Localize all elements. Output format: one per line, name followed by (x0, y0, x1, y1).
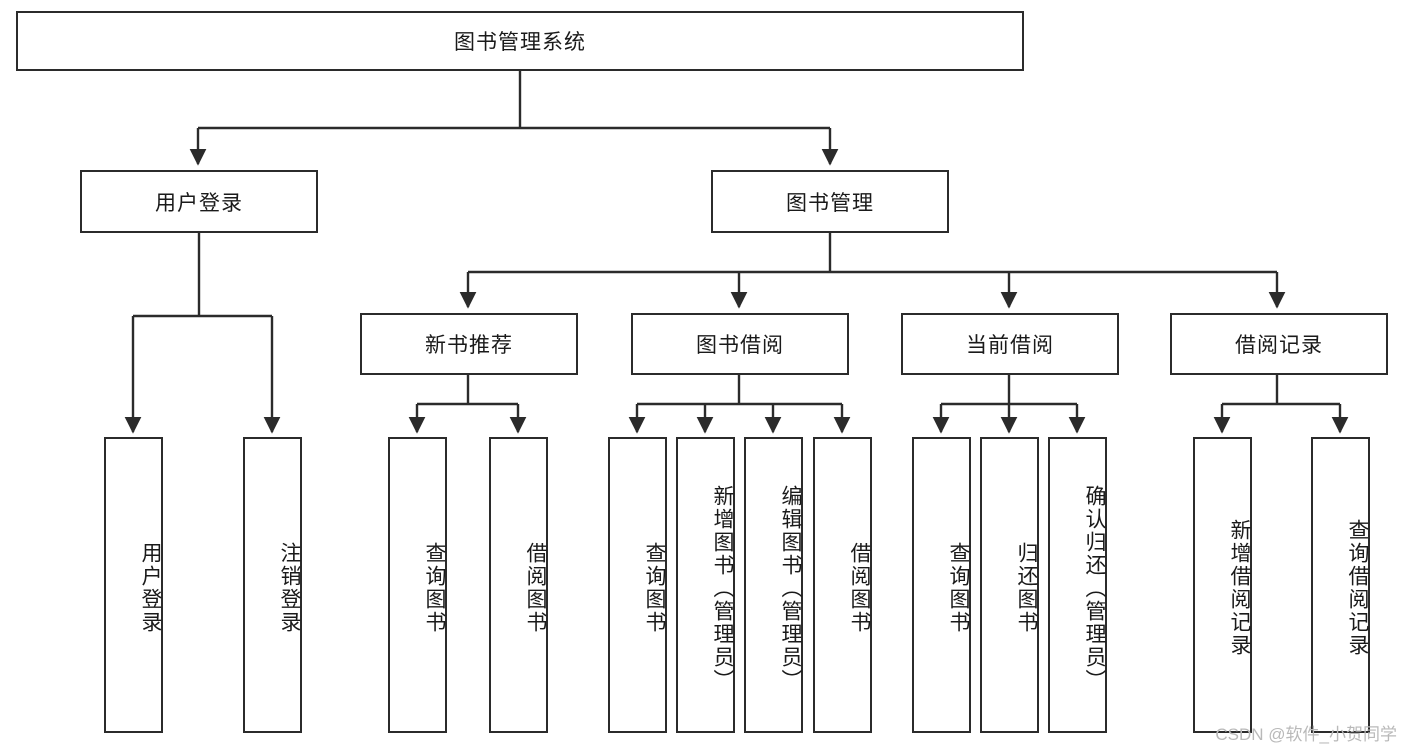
node-leaf-11-label: 确认归还（管理员） (1083, 484, 1106, 692)
node-leaf-5[interactable]: 查询图书 (608, 437, 667, 733)
node-leaf-13-label: 查询借阅记录 (1346, 519, 1369, 657)
node-leaf-4[interactable]: 借阅图书 (489, 437, 548, 733)
node-current-borrow-label: 当前借阅 (966, 334, 1054, 357)
node-leaf-12-label: 新增借阅记录 (1228, 519, 1251, 657)
watermark-text: CSDN @软件_小贺同学 (1215, 725, 1397, 744)
node-book-borrow[interactable]: 图书借阅 (631, 313, 849, 375)
node-leaf-3[interactable]: 查询图书 (388, 437, 447, 733)
node-user-login-label: 用户登录 (155, 191, 243, 215)
node-current-borrow[interactable]: 当前借阅 (901, 313, 1119, 375)
node-leaf-3-label: 查询图书 (423, 542, 446, 634)
node-new-book-rec-label: 新书推荐 (425, 334, 513, 357)
node-user-login[interactable]: 用户登录 (80, 170, 318, 233)
node-book-manage-label: 图书管理 (786, 191, 874, 215)
node-leaf-7[interactable]: 编辑图书（管理员） (744, 437, 803, 733)
node-leaf-5-label: 查询图书 (643, 542, 666, 634)
node-book-manage[interactable]: 图书管理 (711, 170, 949, 233)
node-leaf-10[interactable]: 归还图书 (980, 437, 1039, 733)
node-leaf-6-label: 新增图书（管理员） (711, 484, 734, 692)
node-leaf-1-label: 用户登录 (139, 542, 162, 634)
node-leaf-12[interactable]: 新增借阅记录 (1193, 437, 1252, 733)
node-root-label: 图书管理系统 (454, 31, 586, 54)
node-new-book-rec[interactable]: 新书推荐 (360, 313, 578, 375)
node-leaf-2[interactable]: 注销登录 (243, 437, 302, 733)
node-borrow-record-label: 借阅记录 (1235, 334, 1323, 357)
node-leaf-9-label: 查询图书 (947, 542, 970, 634)
node-borrow-record[interactable]: 借阅记录 (1170, 313, 1388, 375)
node-leaf-8[interactable]: 借阅图书 (813, 437, 872, 733)
node-book-borrow-label: 图书借阅 (696, 334, 784, 357)
node-leaf-4-label: 借阅图书 (524, 542, 547, 634)
node-leaf-13[interactable]: 查询借阅记录 (1311, 437, 1370, 733)
node-leaf-7-label: 编辑图书（管理员） (779, 484, 802, 692)
node-leaf-10-label: 归还图书 (1015, 542, 1038, 634)
node-leaf-8-label: 借阅图书 (848, 542, 871, 634)
node-leaf-11[interactable]: 确认归还（管理员） (1048, 437, 1107, 733)
node-root[interactable]: 图书管理系统 (16, 11, 1024, 71)
node-leaf-1[interactable]: 用户登录 (104, 437, 163, 733)
node-leaf-6[interactable]: 新增图书（管理员） (676, 437, 735, 733)
node-leaf-9[interactable]: 查询图书 (912, 437, 971, 733)
node-leaf-2-label: 注销登录 (278, 542, 301, 634)
